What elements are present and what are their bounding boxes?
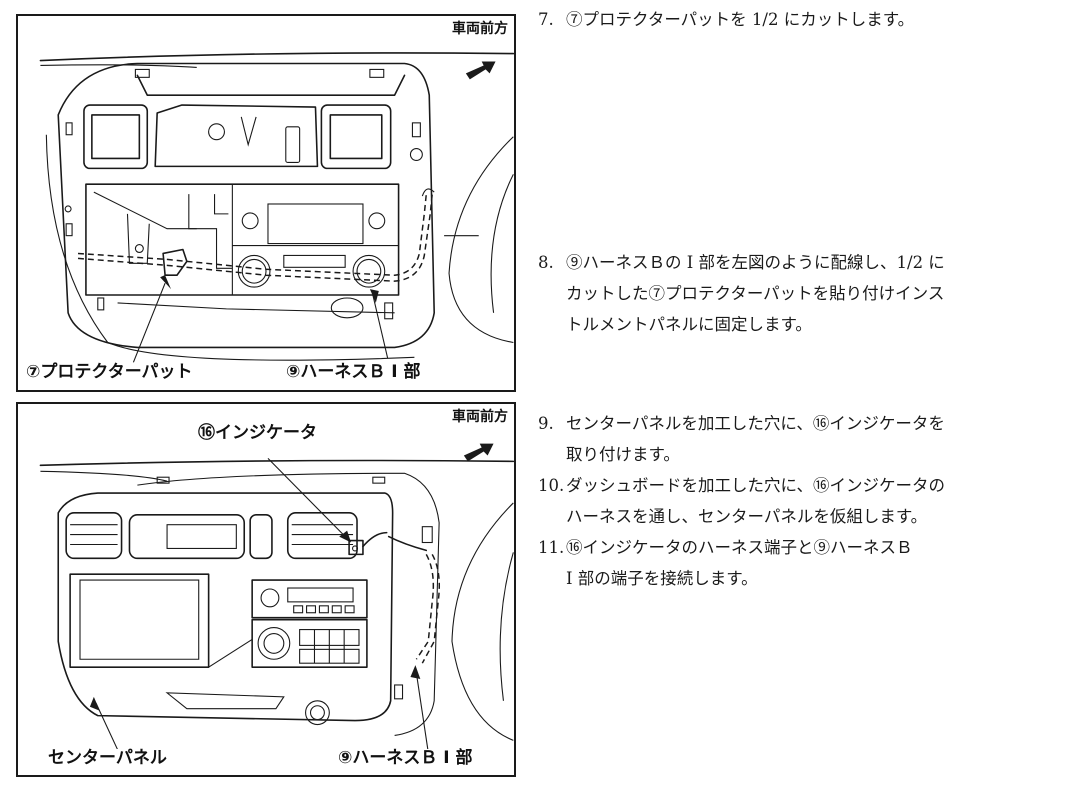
vehicle-front-direction-label: 車両前方 bbox=[452, 409, 508, 425]
figure-instrument-panel-wiring: 車両前方 ⑦プロテクターパット ⑨ハーネスＢ Ⅰ 部 bbox=[16, 14, 516, 392]
figure-center-panel-indicator: 車両前方 ⑯インジケータ センターパネル ⑨ハーネスＢ Ⅰ 部 bbox=[16, 402, 516, 777]
step-text: ⑨ハーネスＢの Ⅰ 部を左図のように配線し、1/2 に bbox=[566, 253, 945, 272]
step-number: 7. bbox=[538, 10, 554, 29]
step-8: 8. ⑨ハーネスＢの Ⅰ 部を左図のように配線し、1/2 に カットした⑦プロテク… bbox=[538, 247, 1058, 340]
step-text: センターパネルを加工した穴に、⑯インジケータを bbox=[566, 414, 945, 433]
callout-protector-pad: ⑦プロテクターパット bbox=[26, 362, 193, 382]
step-number: 9. bbox=[538, 414, 554, 433]
step-text: ハーネスを通し、センターパネルを仮組します。 bbox=[566, 507, 928, 526]
callout-harness-b-part-1: ⑨ハーネスＢ Ⅰ 部 bbox=[338, 748, 473, 768]
step-number: 11. bbox=[538, 538, 565, 557]
callout-center-panel: センターパネル bbox=[48, 748, 167, 768]
step-text: トルメントパネルに固定します。 bbox=[566, 315, 812, 334]
step-text: 取り付けます。 bbox=[566, 445, 680, 464]
dashboard-illustration-1 bbox=[39, 52, 514, 363]
step-text: Ⅰ 部の端子を接続します。 bbox=[566, 569, 758, 588]
dashboard-illustration-2 bbox=[39, 443, 514, 759]
step-9: 9. センターパネルを加工した穴に、⑯インジケータを 取り付けます。 bbox=[538, 408, 1058, 470]
step-text: カットした⑦プロテクターパットを貼り付けインス bbox=[566, 284, 945, 303]
step-text: ⑦プロテクターパットを 1/2 にカットします。 bbox=[566, 10, 915, 29]
step-text: ⑯インジケータのハーネス端子と⑨ハーネスＢ bbox=[566, 538, 913, 557]
step-10: 10.ダッシュボードを加工した穴に、⑯インジケータの ハーネスを通し、センターパ… bbox=[538, 470, 1058, 532]
vehicle-front-direction-label: 車両前方 bbox=[452, 21, 508, 37]
callout-harness-b-part-1: ⑨ハーネスＢ Ⅰ 部 bbox=[286, 362, 421, 382]
step-text: ダッシュボードを加工した穴に、⑯インジケータの bbox=[566, 476, 946, 495]
step-11: 11.⑯インジケータのハーネス端子と⑨ハーネスＢ Ⅰ 部の端子を接続します。 bbox=[538, 532, 1058, 594]
step-number: 8. bbox=[538, 253, 554, 272]
callout-indicator: ⑯インジケータ bbox=[198, 423, 317, 443]
step-7: 7. ⑦プロテクターパットを 1/2 にカットします。 bbox=[538, 4, 1058, 35]
step-number: 10. bbox=[538, 476, 565, 495]
